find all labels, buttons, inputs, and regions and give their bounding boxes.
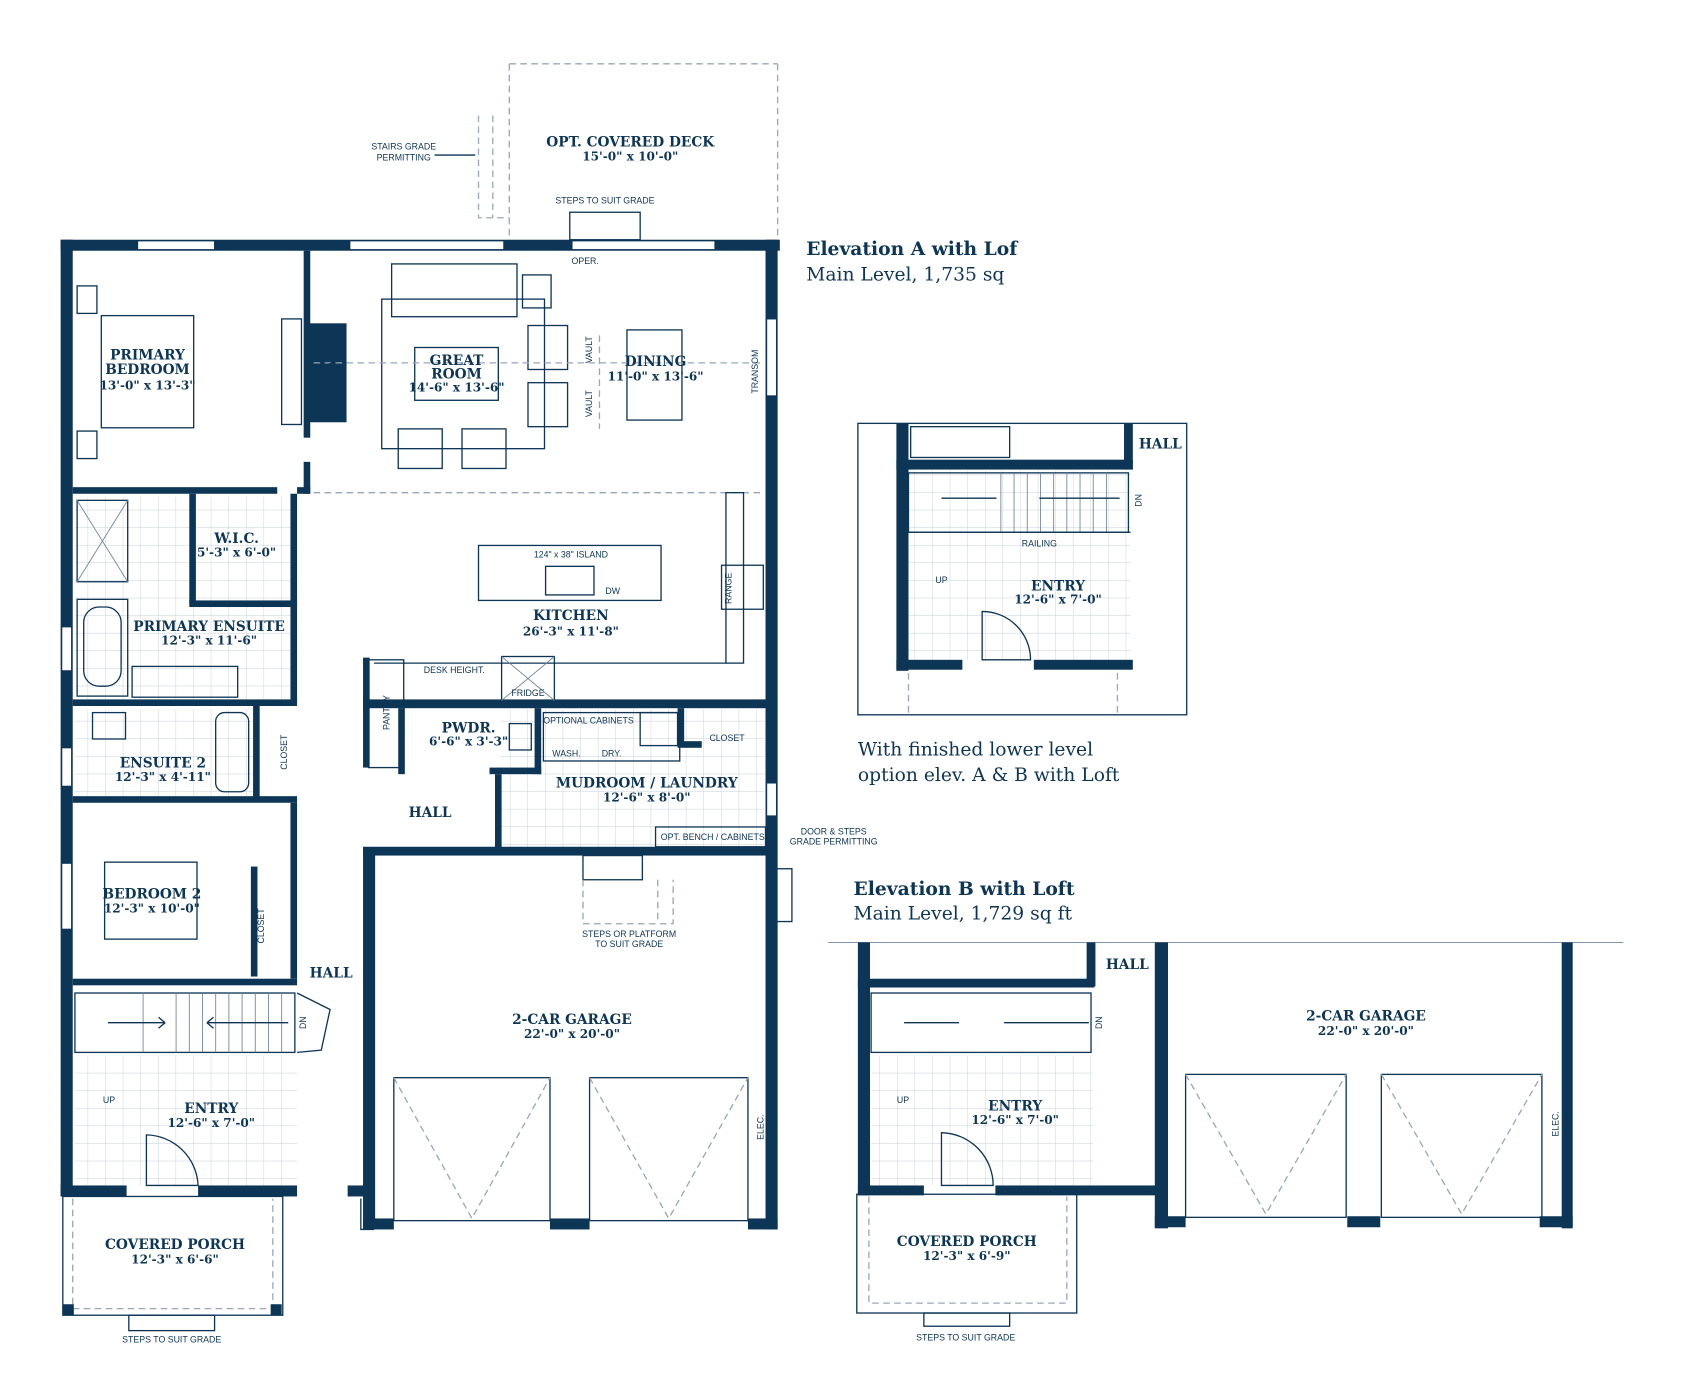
inset-hall-label: HALL [1139, 437, 1182, 453]
inset-b-entry-label: ENTRY [988, 1099, 1042, 1115]
up-note: UP [897, 1095, 909, 1105]
covered-porch-outline [62, 1134, 375, 1332]
note: STAIRS GRADE [371, 142, 436, 152]
deck-label: OPT. COVERED DECK [546, 134, 715, 150]
lower-option-caption: With finished lower level [858, 739, 1093, 760]
interior-walls [72, 250, 770, 986]
wic-label: W.I.C. [213, 531, 259, 547]
entry-label: ENTRY [184, 1101, 238, 1117]
inset-elevation-b: HALL 2-CAR GARAGE 22'-0" x 20'-0" ENTRY … [828, 941, 1624, 1343]
great-room-label: ROOM [431, 366, 482, 382]
elevation-a-title: Elevation A with Lof [806, 238, 1019, 260]
garage-dims: 22'-0" x 20'-0" [524, 1027, 620, 1041]
garage-doors [393, 1077, 749, 1222]
note: FIREPLACE [325, 349, 335, 398]
powder-label: PWDR. [442, 720, 496, 736]
mudroom-label: MUDROOM / LAUNDRY [556, 775, 738, 791]
inset-b-entry-dims: 12'-6" x 7'-0" [971, 1113, 1059, 1127]
steps-note: STEPS TO SUIT GRADE [916, 1333, 1015, 1343]
covered-deck-outline [434, 63, 779, 242]
ensuite2-tile [74, 709, 254, 800]
inset-b-garage-dims: 22'-0" x 20'-0" [1318, 1024, 1414, 1038]
entry-tile [74, 1055, 298, 1186]
stair [74, 992, 331, 1054]
railing-note: RAILING [1022, 539, 1057, 549]
elec-note: ELEC. [1550, 1111, 1560, 1136]
note: WASH. [552, 749, 580, 759]
note: 42" GAS [315, 357, 325, 391]
porch-dims: 12'-3" x 6'-6" [131, 1253, 219, 1267]
note: VAULT [584, 336, 594, 364]
dining-dims: 11'-0" x 13'-6" [608, 369, 704, 383]
note: TRANSOM [750, 350, 760, 394]
primary-bedroom-label: BEDROOM [105, 362, 190, 378]
exterior-walls [60, 239, 780, 1230]
note: PANTRY [381, 695, 391, 730]
primary-ensuite-label: PRIMARY ENSUITE [133, 619, 285, 635]
note: GRADE PERMITTING [790, 837, 878, 847]
note: PERMITTING [377, 153, 431, 163]
elevation-b-title: Elevation B with Loft [854, 878, 1075, 900]
hall-label: HALL [310, 966, 353, 982]
note: STEPS TO SUIT GRADE [555, 195, 654, 205]
entry-dims: 12'-6" x 7'-0" [167, 1116, 255, 1130]
note: 124" x 38" ISLAND [534, 550, 608, 560]
note: OPTIONAL CABINETS [543, 716, 634, 726]
primary-ensuite-dims: 12'-3" x 11'-6" [161, 633, 257, 647]
note: TO SUIT GRADE [595, 939, 663, 949]
wic-dims: 5'-3" x 6'-0" [197, 545, 276, 559]
inset-b-garage-label: 2-CAR GARAGE [1306, 1009, 1426, 1025]
note: ELEC. [755, 1114, 765, 1139]
great-room-dims: 14'-6" x 13'-6" [408, 380, 504, 394]
note: VAULT [584, 389, 594, 417]
note: FRIDGE [511, 688, 544, 698]
elevation-a-subtitle: Main Level, 1,735 sq [806, 264, 1004, 285]
note: STEPS TO SUIT GRADE [122, 1335, 221, 1345]
bedroom2-label: BEDROOM 2 [102, 886, 201, 902]
ensuite2-label: ENSUITE 2 [120, 756, 206, 772]
dn-note: DN [1094, 1016, 1104, 1029]
note: OPER. [572, 256, 599, 266]
note: RANGE [723, 573, 733, 604]
note: DESK HEIGHT. [424, 665, 485, 675]
inset-entry-dims: 12'-6" x 7'-0" [1014, 593, 1102, 607]
up-note: UP [935, 575, 947, 585]
fixtures [76, 263, 793, 940]
note: OPT. BENCH / CABINETS [661, 832, 765, 842]
garage-label: 2-CAR GARAGE [512, 1012, 632, 1028]
powder-dims: 6'-6" x 3'-3" [429, 735, 508, 749]
note: DN [298, 1016, 308, 1029]
inset-b-porch-label: COVERED PORCH [897, 1234, 1037, 1250]
main-floor-plan: OPT. COVERED DECK 15'-0" x 10'-0" PRIMAR… [60, 63, 878, 1345]
inset-b-porch-dims: 12'-3" x 6'-9" [923, 1249, 1011, 1263]
bedroom2-dims: 12'-3" x 10'-0" [104, 902, 200, 916]
inset-b-hall-label: HALL [1106, 957, 1149, 973]
note: CLOSET [256, 908, 266, 944]
mudroom-dims: 12'-6" x 8'-0" [603, 791, 691, 805]
deck-dims: 15'-0" x 10'-0" [582, 150, 678, 164]
primary-bedroom-dims: 13'-0" x 13'-3" [99, 378, 195, 392]
porch-label: COVERED PORCH [105, 1237, 245, 1253]
note: DOOR & STEPS [801, 827, 867, 837]
primary-bedroom-label: PRIMARY [110, 348, 185, 364]
inset-lower-level: HALL RAILING ENTRY 12'-6" x 7'-0" UP DN [857, 422, 1188, 716]
ensuite-tile [74, 497, 295, 700]
note: CLOSET [709, 733, 745, 743]
inset-entry-label: ENTRY [1031, 579, 1085, 595]
note: DW [605, 586, 620, 596]
great-room-label: GREAT [430, 353, 485, 369]
note: UP [103, 1095, 115, 1105]
hall-label: HALL [409, 805, 452, 821]
note: CLOSET [279, 734, 289, 770]
note: STEPS OR PLATFORM [582, 929, 676, 939]
note: DRY. [602, 749, 622, 759]
kitchen-label: KITCHEN [533, 608, 609, 624]
lower-option-caption: option elev. A & B with Loft [858, 765, 1120, 786]
elevation-b-subtitle: Main Level, 1,729 sq ft [854, 903, 1073, 924]
dining-label: DINING [625, 354, 687, 370]
kitchen-dims: 26'-3" x 11'-8" [523, 625, 619, 639]
dn-note: DN [1134, 494, 1144, 507]
ensuite2-dims: 12'-3" x 4'-11" [115, 770, 211, 784]
